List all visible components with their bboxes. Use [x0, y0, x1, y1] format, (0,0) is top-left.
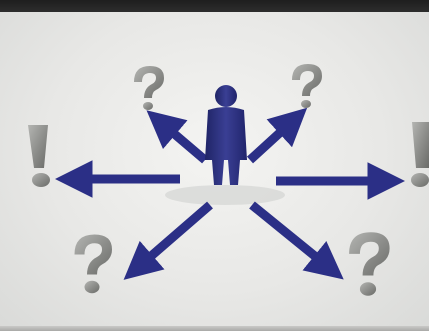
question-mark-icon: [75, 235, 113, 294]
person-shadow: [165, 185, 285, 205]
question-mark-icon: [134, 66, 164, 110]
arrow-icon: [252, 205, 332, 270]
bottom-border: [0, 326, 429, 331]
arrow-icon: [135, 205, 210, 270]
arrow-icon: [250, 118, 296, 160]
question-mark-icon: [349, 232, 390, 295]
exclamation-mark-icon: [28, 125, 50, 187]
person-icon: [205, 85, 247, 185]
exclamation-mark-icon: [411, 122, 429, 187]
question-mark-icon: [292, 64, 322, 108]
arrow-icon: [158, 120, 205, 160]
